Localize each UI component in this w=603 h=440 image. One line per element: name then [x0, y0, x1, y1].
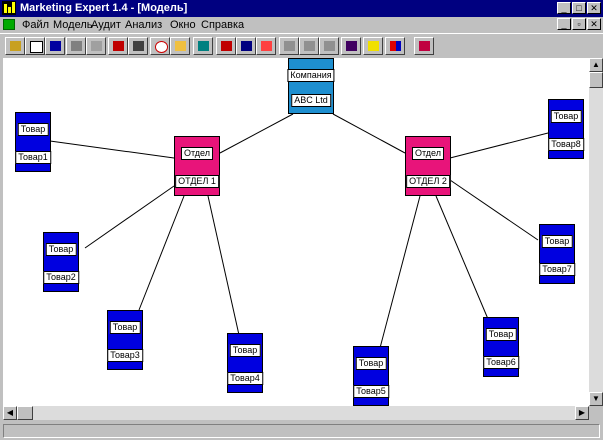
node-name-label: Товар8 — [548, 138, 584, 151]
vertical-scrollbar[interactable]: ▲ ▼ — [589, 58, 603, 406]
status-panel — [3, 424, 600, 438]
node-type-label: Товар — [550, 110, 582, 123]
horizontal-scrollbar[interactable]: ◀ ▶ — [3, 406, 589, 420]
product-node[interactable]: Товар Товар8 — [548, 99, 584, 159]
copy-icon[interactable] — [66, 37, 86, 55]
menu-bar: Файл Модель Аудит Анализ Окно Справка — [0, 17, 603, 33]
report-icon[interactable] — [256, 37, 276, 55]
window-title: Marketing Expert 1.4 - [Модель] — [20, 2, 188, 14]
undo-icon[interactable] — [319, 37, 339, 55]
new-icon[interactable] — [25, 37, 45, 55]
scroll-down-icon[interactable]: ▼ — [589, 392, 603, 406]
node-name-label: Товар7 — [539, 263, 575, 276]
product-node[interactable]: Товар Товар7 — [539, 224, 575, 284]
menu-file[interactable]: Файл — [22, 19, 50, 31]
node-name-label: Товар4 — [227, 372, 263, 385]
node-type-label: Товар — [485, 328, 517, 341]
flag-icon[interactable] — [216, 37, 236, 55]
chart-bars-icon[interactable] — [128, 37, 148, 55]
calculator-icon[interactable] — [193, 37, 213, 55]
structure-icon[interactable] — [108, 37, 128, 55]
scroll-up-icon[interactable]: ▲ — [589, 58, 603, 72]
minimize-button[interactable]: _ — [557, 2, 571, 14]
node-type-label: Отдел — [180, 147, 214, 160]
doc-minimize-button[interactable]: _ — [557, 18, 571, 30]
product-node[interactable]: Товар Товар1 — [15, 112, 51, 172]
monitor-icon[interactable] — [236, 37, 256, 55]
product-node[interactable]: Товар Товар5 — [353, 346, 389, 406]
scroll-left-icon[interactable]: ◀ — [3, 406, 17, 420]
menu-model[interactable]: Модель — [53, 19, 93, 31]
department-node[interactable]: Отдел ОТДЕЛ 1 — [174, 136, 220, 196]
scroll-corner — [589, 406, 603, 420]
menu-analysis[interactable]: Анализ — [125, 19, 163, 31]
node-type-label: Товар — [109, 321, 141, 334]
model-canvas[interactable]: Компания ABC Ltd Отдел ОТДЕЛ 1 Отдел ОТД… — [3, 58, 589, 406]
node-name-label: Товар1 — [15, 151, 51, 164]
node-type-label: Компания — [287, 69, 335, 82]
vertical-scroll-thumb[interactable] — [589, 72, 603, 88]
lightning-icon[interactable] — [363, 37, 383, 55]
product-node[interactable]: Товар Товар2 — [43, 232, 79, 292]
open-icon[interactable] — [5, 37, 25, 55]
node-type-label: Товар — [229, 344, 261, 357]
company-node[interactable]: Компания ABC Ltd — [287, 58, 335, 114]
scroll-right-icon[interactable]: ▶ — [575, 406, 589, 420]
doc-close-button[interactable]: ✕ — [587, 18, 601, 30]
connection-lines — [49, 113, 549, 349]
node-type-label: Товар — [17, 123, 49, 136]
title-bar: Marketing Expert 1.4 - [Модель] _ □ ✕ — [0, 0, 603, 17]
node-name-label: ОТДЕЛ 2 — [406, 175, 450, 188]
menu-window[interactable]: Окно — [170, 19, 196, 31]
paste-icon[interactable] — [86, 37, 106, 55]
product-node[interactable]: Товар Товар3 — [107, 310, 143, 370]
close-button[interactable]: ✕ — [587, 2, 601, 14]
horizontal-scroll-thumb[interactable] — [17, 406, 33, 420]
node-type-label: Товар — [45, 243, 77, 256]
maximize-button[interactable]: □ — [572, 2, 586, 14]
app-icon[interactable] — [2, 1, 16, 15]
node-type-label: Товар — [541, 235, 573, 248]
arrow-right-icon[interactable] — [45, 37, 65, 55]
node-type-label: Товар — [355, 357, 387, 370]
line-chart-icon[interactable] — [170, 37, 190, 55]
distribute-icon[interactable] — [299, 37, 319, 55]
node-name-label: ОТДЕЛ 1 — [175, 175, 219, 188]
clock-icon[interactable] — [150, 37, 170, 55]
node-name-label: ABC Ltd — [291, 94, 331, 107]
colors-icon[interactable] — [385, 37, 405, 55]
node-name-label: Товар5 — [353, 385, 389, 398]
product-node[interactable]: Товар Товар6 — [483, 317, 519, 377]
menu-audit[interactable]: Аудит — [91, 19, 121, 31]
doc-restore-button[interactable]: ▫ — [572, 18, 586, 30]
menu-help[interactable]: Справка — [201, 19, 245, 31]
department-node[interactable]: Отдел ОТДЕЛ 2 — [405, 136, 451, 196]
status-bar — [0, 422, 603, 440]
align-icon[interactable] — [279, 37, 299, 55]
node-name-label: Товар2 — [43, 271, 79, 284]
toolbar — [0, 33, 603, 57]
document-icon[interactable] — [3, 19, 15, 30]
node-name-label: Товар3 — [107, 349, 143, 362]
node-name-label: Товар6 — [483, 356, 519, 369]
exit-icon[interactable] — [414, 37, 434, 55]
product-node[interactable]: Товар Товар4 — [227, 333, 263, 393]
binoculars-icon[interactable] — [341, 37, 361, 55]
node-type-label: Отдел — [411, 147, 445, 160]
